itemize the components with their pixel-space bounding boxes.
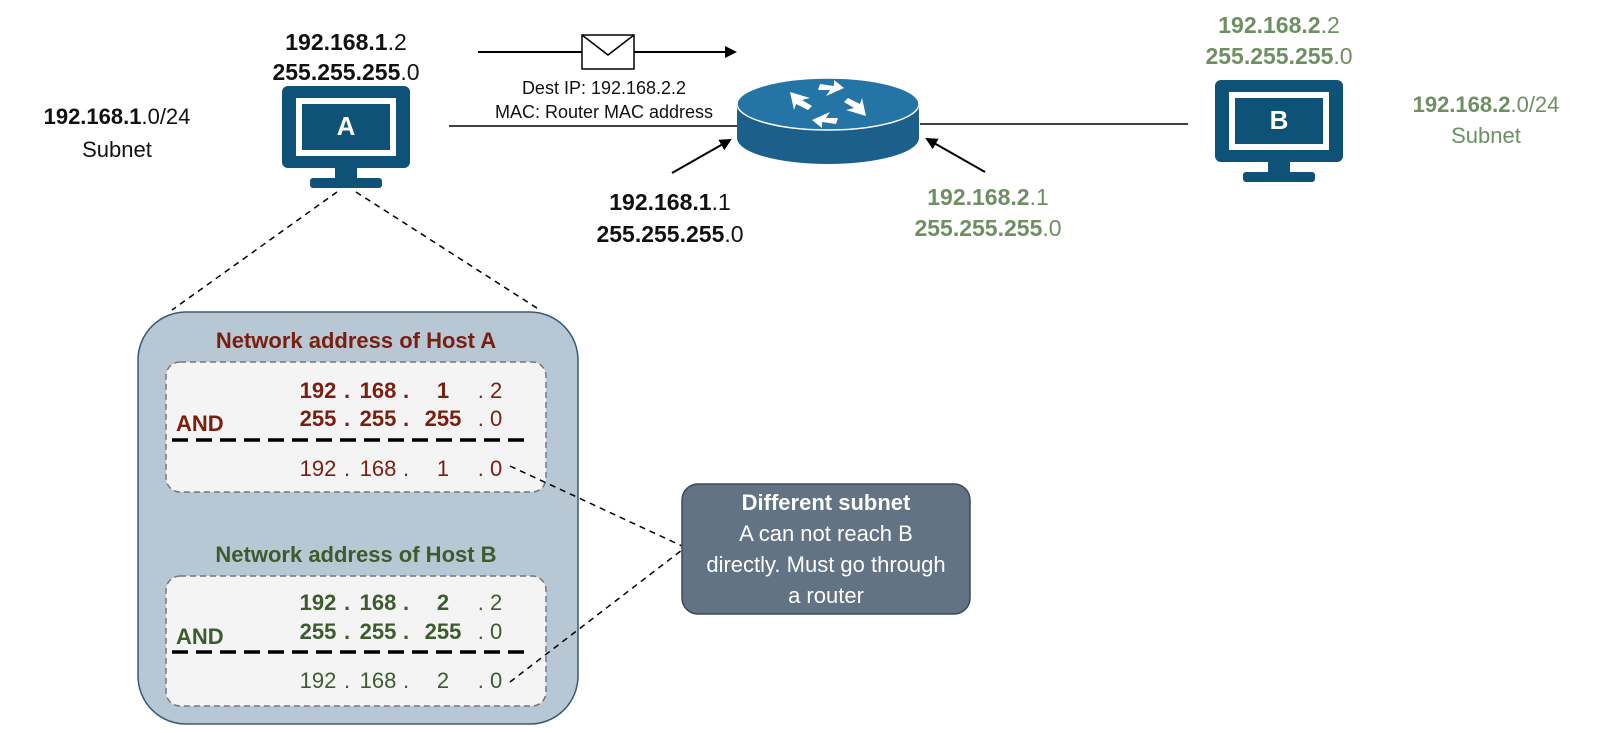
packet-dest-ip: Dest IP: 192.168.2.2 — [522, 78, 686, 98]
callout-text: Different subnet A can not reach B direc… — [682, 484, 970, 614]
host-a-ip: 192.168.1.2 — [285, 29, 407, 55]
calc-a-box — [165, 361, 547, 493]
svg-text:1: 1 — [437, 456, 449, 481]
subnet-a-label: Subnet — [82, 137, 152, 162]
svg-text:.: . — [344, 406, 350, 431]
svg-text:. 0: . 0 — [478, 668, 502, 693]
svg-text:. 2: . 2 — [478, 378, 502, 403]
svg-text:.: . — [344, 590, 350, 615]
calc-b-row1: 192 . 168 . 2 . 2 — [300, 590, 503, 615]
calc-b-and: AND — [176, 624, 224, 649]
calc-a-row1: 192 . 168 . 1 . 2 — [300, 378, 503, 403]
svg-text:.: . — [344, 619, 350, 644]
svg-text:192: 192 — [300, 378, 337, 403]
host-a-computer-icon — [282, 86, 410, 188]
svg-text:. 0: . 0 — [478, 406, 502, 431]
svg-text:.: . — [403, 378, 409, 403]
zoom-line-right — [355, 191, 541, 311]
svg-text:.: . — [344, 378, 350, 403]
envelope-icon — [581, 34, 635, 70]
svg-text:.: . — [344, 456, 350, 481]
svg-text:168: 168 — [360, 590, 397, 615]
subnet-a-network: 192.168.1.0/24 — [44, 104, 191, 129]
router-right-ip: 192.168.2.1 — [927, 184, 1049, 210]
svg-text:.: . — [403, 406, 409, 431]
calc-b-result: 192 . 168 . 2 . 0 — [300, 668, 503, 693]
calc-b-box — [165, 575, 547, 707]
packet-mac: MAC: Router MAC address — [495, 102, 713, 122]
host-b-mask: 255.255.255.0 — [1205, 43, 1352, 69]
svg-text:.: . — [344, 668, 350, 693]
calc-a-result: 192 . 168 . 1 . 0 — [300, 456, 503, 481]
router-left-mask: 255.255.255.0 — [596, 221, 743, 247]
svg-text:192: 192 — [300, 456, 337, 481]
svg-text:168: 168 — [360, 378, 397, 403]
router-right-interface-arrow — [925, 138, 986, 173]
calc-b-row2: 255 . 255 . 255 . 0 — [300, 619, 503, 644]
svg-text:2: 2 — [437, 590, 449, 615]
svg-text:.: . — [403, 456, 409, 481]
svg-text:.: . — [403, 590, 409, 615]
callout-line-3: a router — [788, 583, 864, 608]
calc-a-row2: 255 . 255 . 255 . 0 — [300, 406, 503, 431]
callout-line-1: A can not reach B — [739, 521, 913, 546]
router-left-interface-arrow — [671, 139, 732, 174]
svg-text:.: . — [403, 668, 409, 693]
router-left-ip: 192.168.1.1 — [609, 189, 731, 215]
callout-box — [681, 483, 971, 615]
host-b-label: B — [1270, 105, 1289, 135]
callout-title: Different subnet — [741, 490, 911, 515]
svg-text:255: 255 — [425, 406, 462, 431]
calc-b-title: Network address of Host B — [215, 542, 496, 567]
svg-text:1: 1 — [437, 378, 449, 403]
svg-text:255: 255 — [300, 406, 337, 431]
svg-text:192: 192 — [300, 590, 337, 615]
subnet-b-label: Subnet — [1451, 123, 1521, 148]
svg-text:. 2: . 2 — [478, 590, 502, 615]
svg-text:2: 2 — [437, 668, 449, 693]
svg-text:168: 168 — [360, 668, 397, 693]
svg-text:168: 168 — [360, 456, 397, 481]
callout-connector-a — [509, 465, 683, 547]
calc-a-and: AND — [176, 411, 224, 436]
svg-text:255: 255 — [425, 619, 462, 644]
svg-text:255: 255 — [360, 619, 397, 644]
svg-text:255: 255 — [360, 406, 397, 431]
calc-a-title: Network address of Host A — [216, 328, 496, 353]
subnet-b-network: 192.168.2.0/24 — [1413, 92, 1560, 117]
svg-text:. 0: . 0 — [478, 456, 502, 481]
callout-connector-b — [509, 549, 683, 683]
host-a-mask: 255.255.255.0 — [272, 59, 419, 85]
zoom-line-left — [171, 191, 338, 311]
host-b-computer-icon — [1215, 80, 1343, 182]
svg-text:.: . — [403, 619, 409, 644]
host-b-ip: 192.168.2.2 — [1218, 12, 1340, 38]
svg-text:. 0: . 0 — [478, 619, 502, 644]
svg-text:192: 192 — [300, 668, 337, 693]
svg-text:255: 255 — [300, 619, 337, 644]
router-icon — [736, 77, 920, 164]
callout-line-2: directly. Must go through — [706, 552, 946, 577]
host-a-label: A — [337, 111, 356, 141]
router-right-mask: 255.255.255.0 — [914, 215, 1061, 241]
